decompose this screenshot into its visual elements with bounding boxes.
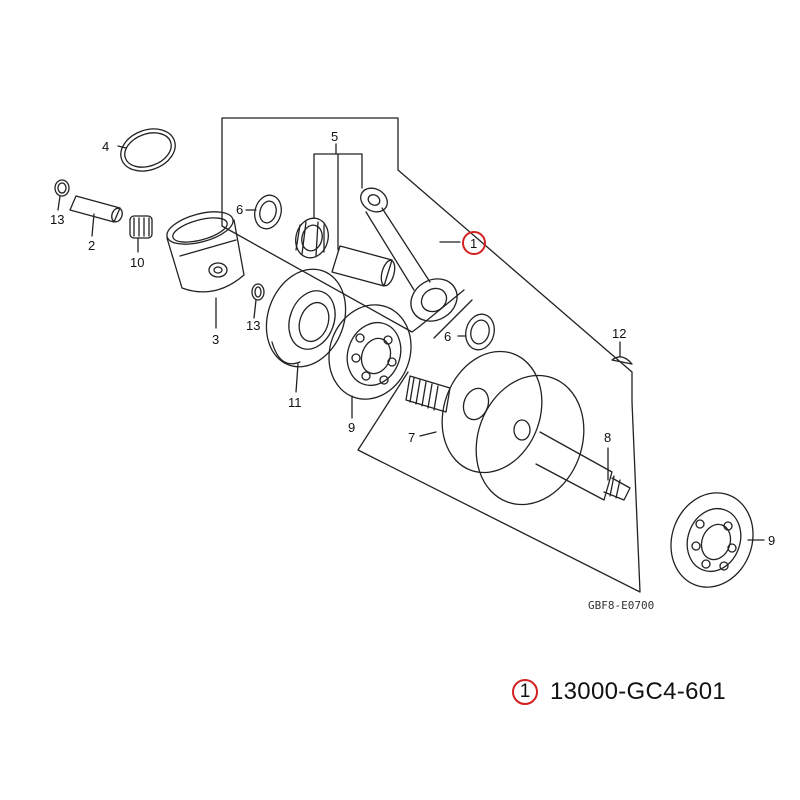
piston-ring <box>120 128 176 172</box>
woodruff-key <box>611 356 633 365</box>
thrust-washer-lower <box>465 313 495 351</box>
callout-6-lower: 6 <box>444 329 451 344</box>
callout-10: 10 <box>130 255 144 270</box>
circlip-upper <box>54 179 70 197</box>
piston <box>166 211 245 293</box>
callout-6-upper: 6 <box>236 202 243 217</box>
callout-1-highlight <box>462 231 486 255</box>
crankshaft <box>405 350 631 506</box>
callout-13-upper: 13 <box>50 212 64 227</box>
callout-2: 2 <box>88 238 95 253</box>
main-bearing-left <box>328 304 412 400</box>
callout-12: 12 <box>612 326 626 341</box>
piston-pin <box>69 195 123 223</box>
callout-4: 4 <box>102 139 109 154</box>
callout-7: 7 <box>408 430 415 445</box>
thrust-washer-upper <box>254 194 282 230</box>
part-number: 13000-GC4-601 <box>550 678 727 705</box>
small-end-needle-bearing <box>129 215 153 239</box>
callout-9-right: 9 <box>768 533 775 548</box>
assembly-bracket <box>221 117 641 593</box>
callout-3: 3 <box>212 332 219 347</box>
callout-9-left: 9 <box>348 420 355 435</box>
reference-number: 1 <box>519 681 531 702</box>
diagram-code: GBF8-E0700 <box>588 599 654 612</box>
part-reference: 1 13000-GC4-601 <box>512 672 726 712</box>
crank-pin <box>331 245 396 287</box>
big-end-needle-bearing <box>295 217 329 259</box>
connecting-rod <box>360 187 458 322</box>
callout-1: 1 <box>470 236 477 251</box>
main-bearing-right <box>670 492 754 588</box>
callout-8: 8 <box>604 430 611 445</box>
leader-lines <box>57 143 765 541</box>
callout-5: 5 <box>331 129 338 144</box>
reference-number-circle: 1 <box>512 679 538 705</box>
callout-13-lower: 13 <box>246 318 260 333</box>
circlip-lower <box>251 283 265 301</box>
oil-seal <box>265 268 347 368</box>
callout-11: 11 <box>288 395 302 410</box>
